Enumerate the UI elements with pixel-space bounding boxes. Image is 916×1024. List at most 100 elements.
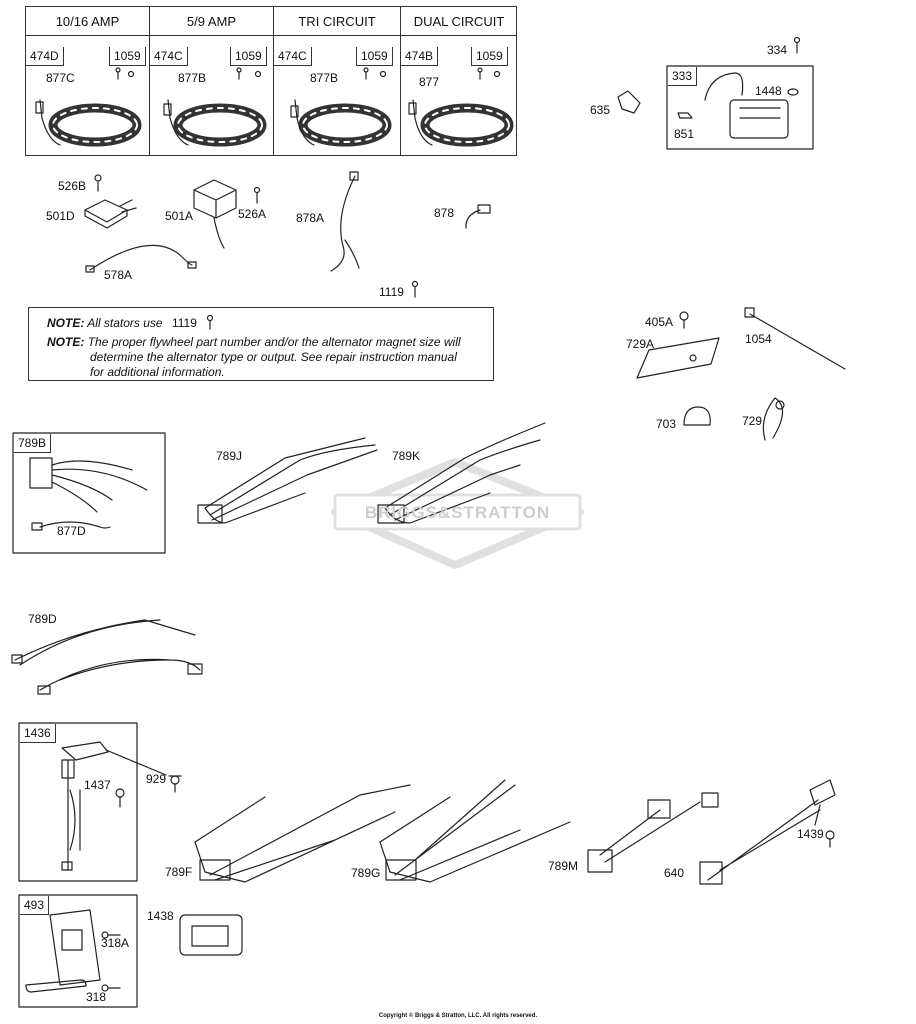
briggs-stratton-watermark [331,458,584,569]
part-label-1439: 1439 [797,827,824,841]
note-box: NOTE: All stators use 1119 NOTE: The pro… [28,307,494,381]
lead-part-label: 877C [46,71,75,85]
part-label-789d: 789D [28,612,57,626]
stator-lead-icon [412,99,433,146]
screw-icon [115,67,121,80]
rectifier-icon [179,914,243,956]
part-label-789k: 789K [392,449,421,463]
part-label-501a: 501A [165,209,194,223]
screw-icon [94,174,102,192]
part-label-501d: 501D [46,209,75,223]
part-label-1119: 1119 [379,285,404,299]
harness-icon [587,792,719,873]
bracket-icon [25,909,101,993]
screw-icon [168,775,182,793]
stator-table-divider [400,6,401,156]
stator-part-label: 474D [26,47,64,66]
stator-part-label: 474C [150,47,188,66]
part-label-1438: 1438 [147,909,174,923]
screw-icon [793,36,801,54]
stator-header-10-16-amp: 10/16 AMP [55,13,120,29]
note-line-1: NOTE: All stators use 1119 [47,316,197,331]
part-label-405a: 405A [645,315,674,329]
note-line-2: NOTE: The proper flywheel part number an… [47,335,461,350]
lead-wire-icon [39,521,111,529]
part-label-334: 334 [767,43,788,57]
part-label-1437: 1437 [84,778,111,792]
box-1436 [18,722,138,882]
box-label-1436: 1436 [20,724,56,743]
stator-table [25,6,517,156]
screw-icon [363,67,369,80]
screw-icon [101,931,121,939]
stator-part-label: 474B [401,47,439,66]
box-333 [666,65,814,150]
screw-icon [477,67,483,80]
sensor-harness-icon [699,779,836,885]
box-label-493: 493 [20,896,50,915]
note-line-3: determine the alternator type or output.… [90,350,457,364]
part-label-578a: 578A [104,268,133,282]
part-label-789m: 789M [548,859,579,873]
lead-wire-icon [330,175,360,272]
stator-part-label: 474C [274,47,312,66]
note-text: The proper flywheel part number and/or t… [87,335,461,349]
screw-icon [101,984,121,992]
harness-icon [197,437,378,524]
part-label-318a: 318A [101,936,130,950]
stator-table-divider [273,6,274,156]
part-label-729: 729 [742,414,763,428]
screw-part-label: 1059 [356,47,393,66]
stator-ring-icon [298,103,392,147]
part-label-789g: 789G [351,866,381,880]
regulator-icon [84,199,137,229]
part-label-526b: 526B [58,179,87,193]
part-label-878a: 878A [296,211,325,225]
harness-icon [377,422,546,524]
screw-part-label: 1059 [109,47,146,66]
harness-icon [194,784,411,883]
lead-part-label: 877B [178,71,207,85]
lead-part-label: 877 [419,75,440,89]
ignition-module-icon [677,72,799,139]
part-label-640: 640 [664,866,685,880]
box-789b [12,432,166,554]
cable-icon [89,244,193,271]
part-label-878: 878 [434,206,455,220]
screw-icon [253,186,261,204]
watermark-text: BRIGGS&STRATTON [364,503,551,522]
part-label-729a: 729A [626,337,655,351]
harness-icon [29,457,148,513]
stator-table-divider [149,6,150,156]
stator-header-tri-circuit: TRI CIRCUIT [298,13,376,29]
copyright-notice: Copyright © Briggs & Stratton, LLC. All … [378,1013,538,1019]
part-label-1054: 1054 [745,332,772,346]
part-label-703: 703 [656,417,677,431]
part-label-851: 851 [674,127,695,141]
bracket-icon [61,741,167,871]
screw-part-label: 1059 [471,47,508,66]
stator-header-5-9-amp: 5/9 AMP [186,13,237,29]
screw-icon [679,311,689,329]
spark-plug-boot-icon [617,90,641,114]
regulator-icon [193,179,237,249]
stator-header-dual-circuit: DUAL CIRCUIT [413,13,505,29]
part-label-526a: 526A [238,207,267,221]
part-label-789f: 789F [165,865,193,879]
part-label-877d: 877D [57,524,86,538]
part-label-318: 318 [86,990,107,1004]
note-text: All stators use [87,316,163,330]
screw-icon [236,67,242,80]
screw-icon [825,830,835,848]
part-label-929: 929 [146,772,167,786]
bracket-plate-icon [636,337,720,379]
screw-icon [115,788,125,808]
note-line-4: for additional information. [90,365,225,379]
stator-lead-icon [167,99,189,146]
stator-lead-icon [39,99,61,146]
lead-part-label: 877B [310,71,339,85]
note-prefix: NOTE: [47,316,85,330]
harness-icon [11,619,203,695]
stator-table-header-line [25,35,517,36]
